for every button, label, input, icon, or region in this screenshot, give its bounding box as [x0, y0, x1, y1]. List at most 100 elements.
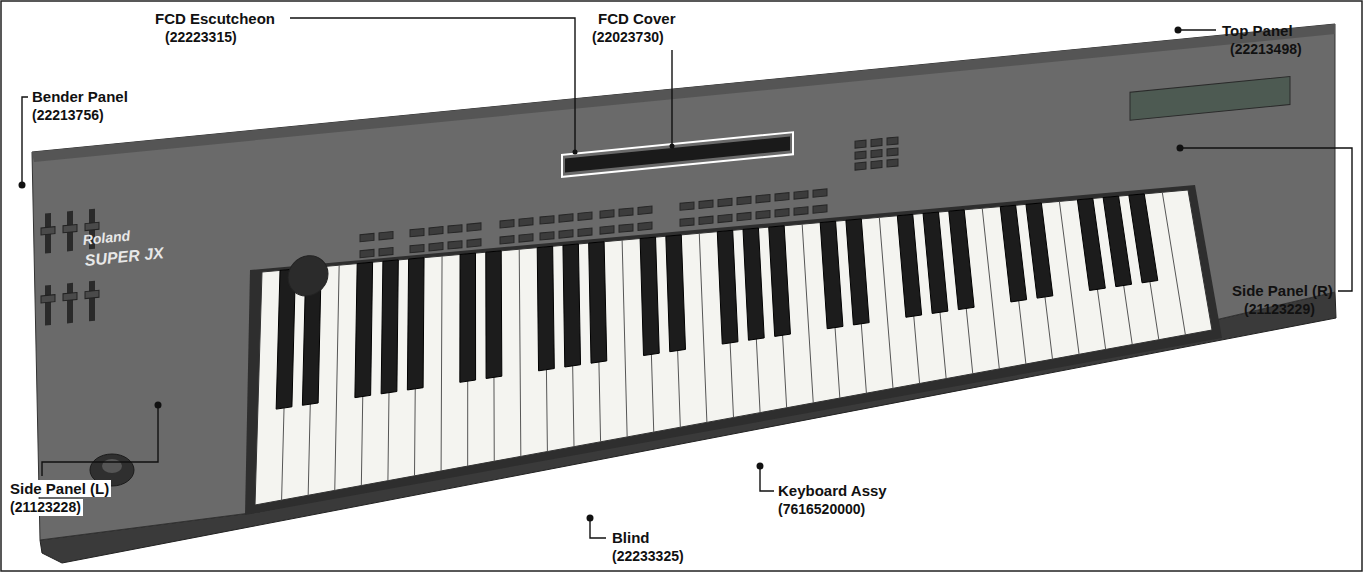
panel-button [448, 241, 462, 249]
black-key [407, 258, 424, 390]
leader-lines [22, 18, 1352, 538]
panel-button [638, 222, 652, 230]
part-number: (22223315) [165, 29, 237, 46]
key-gap [441, 256, 443, 471]
display [1130, 77, 1290, 121]
panel-button [559, 230, 573, 238]
panel-button [794, 207, 808, 215]
numeric-button [855, 140, 866, 148]
panel-button [429, 243, 443, 251]
slider-knob [41, 227, 55, 235]
numeric-button [871, 161, 882, 169]
part-name: Side Panel (L) [8, 480, 111, 497]
leader-dot [155, 402, 162, 409]
key-gap [519, 249, 521, 456]
black-key [769, 226, 791, 337]
bender-knob [102, 459, 122, 473]
part-name: Side Panel (R) [1232, 282, 1333, 299]
black-key [820, 221, 843, 329]
panel-button [794, 191, 808, 199]
part-number: (22233325) [612, 548, 684, 565]
alpha-dial [288, 254, 328, 298]
leader-line [22, 97, 28, 183]
panel-button [813, 205, 827, 213]
black-key [1026, 203, 1053, 298]
numeric-button [871, 150, 882, 158]
panel-button [519, 218, 533, 226]
key-bed [245, 185, 1222, 515]
leader-line [42, 405, 158, 476]
black-key [923, 212, 948, 313]
panel-button [638, 206, 652, 214]
panel-button [410, 228, 424, 236]
panel-button [448, 225, 462, 233]
key-gap [982, 208, 999, 369]
panel-button [559, 214, 573, 222]
panel-button [600, 226, 614, 234]
panel-button [467, 223, 481, 231]
panel-button [619, 224, 633, 232]
key-gap [1162, 192, 1185, 335]
white-keys [255, 190, 1212, 505]
panel-button [718, 198, 732, 206]
slider [67, 283, 73, 324]
part-name: FCD Escutcheon [155, 10, 275, 27]
leader-line [290, 18, 575, 152]
leader-dot [670, 144, 675, 149]
black-key [640, 237, 659, 355]
panel-button [680, 202, 694, 210]
part-number: (22023730) [592, 29, 664, 46]
leader-line [1180, 29, 1216, 30]
numeric-button [887, 137, 898, 145]
part-number: (22213756) [32, 107, 104, 124]
panel-button [500, 220, 514, 228]
key-gap [335, 265, 339, 490]
slider-knob [41, 295, 55, 303]
part-number: (21123228) [8, 499, 83, 516]
panel-button [756, 211, 770, 219]
panel-button [410, 244, 424, 252]
panel-button [578, 212, 592, 220]
leader-dot [573, 150, 578, 155]
keyboard-keys [255, 190, 1212, 505]
black-key [537, 246, 554, 371]
panel-button [540, 232, 554, 240]
black-key [486, 251, 502, 379]
leader-line [671, 50, 672, 146]
leader-dot [757, 463, 764, 470]
black-key [1077, 198, 1105, 290]
part-name: FCD Cover [598, 10, 676, 27]
buttons [360, 137, 898, 258]
panel-button [813, 189, 827, 197]
panel-button [699, 200, 713, 208]
black-key [355, 262, 373, 397]
black-key [1103, 196, 1131, 286]
key-gap [802, 224, 813, 403]
numeric-button [887, 148, 898, 156]
black-key [1129, 194, 1158, 283]
slider [45, 285, 51, 326]
panel-button [379, 247, 393, 255]
part-number: (22213498) [1230, 41, 1302, 58]
part-name: Top Panel [1222, 22, 1293, 39]
panel-button [429, 227, 443, 235]
panel-button [680, 218, 694, 226]
slider-knob [63, 292, 77, 300]
black-key [381, 260, 398, 394]
top-panel-surface [32, 24, 1335, 540]
panel-button [519, 234, 533, 242]
key-gap [1059, 201, 1079, 354]
numeric-button [855, 151, 866, 159]
slider-knob [63, 224, 77, 232]
panel-button [756, 195, 770, 203]
key-gap [879, 217, 893, 388]
black-key [589, 242, 607, 363]
part-name: Blind [612, 529, 650, 546]
panel-button [737, 212, 751, 220]
leader-dots [19, 27, 1184, 522]
black-key [949, 210, 974, 310]
key-gap [699, 233, 707, 422]
panel-button [737, 196, 751, 204]
slider-knob [85, 290, 99, 298]
